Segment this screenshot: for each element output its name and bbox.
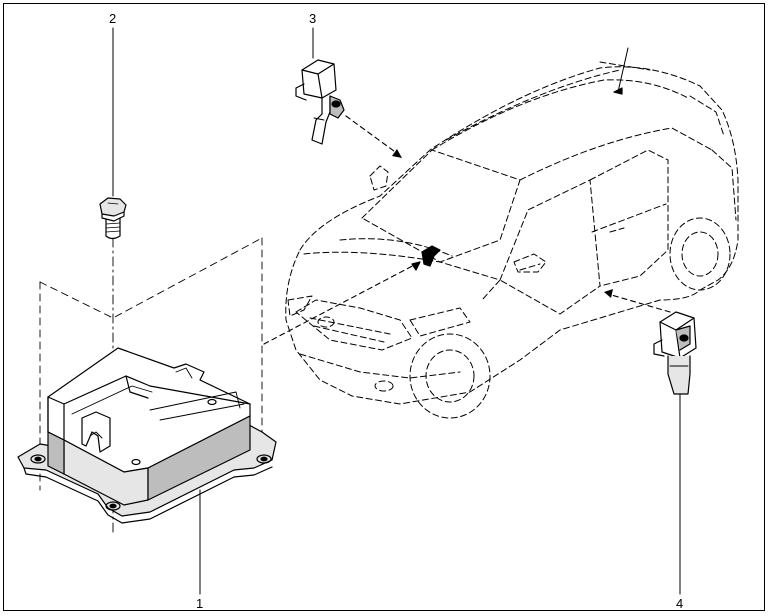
front-impact-sensor-part-3 bbox=[295, 59, 345, 145]
diagram-frame bbox=[3, 3, 765, 611]
side-impact-sensor-part-4 bbox=[653, 311, 697, 395]
callout-2: 2 bbox=[109, 11, 117, 26]
airbag-control-unit-part-1 bbox=[17, 347, 277, 524]
installation-arrows bbox=[263, 115, 671, 345]
callout-4: 4 bbox=[676, 596, 684, 611]
mirror-detail bbox=[369, 165, 389, 191]
control-unit-location-marker bbox=[411, 245, 441, 271]
bolt-part-2 bbox=[99, 197, 127, 240]
arrow-heads bbox=[392, 149, 613, 298]
callout-3: 3 bbox=[309, 11, 317, 26]
roof-marker bbox=[613, 87, 623, 95]
callout-1: 1 bbox=[196, 596, 204, 611]
leader-lines bbox=[112, 27, 681, 595]
